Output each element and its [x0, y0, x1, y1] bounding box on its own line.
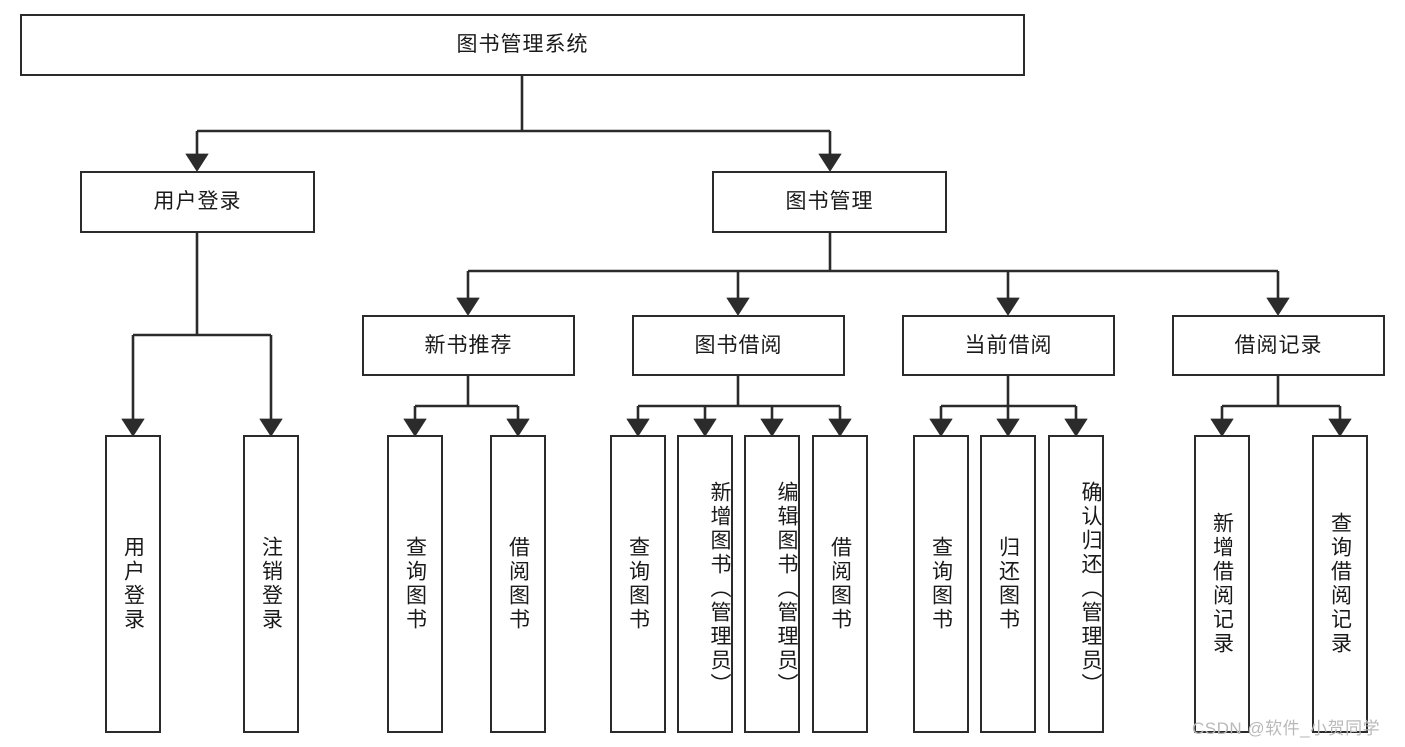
node-label: 查询借阅记录	[1328, 512, 1352, 656]
node-book-management[interactable]: 图书管理	[712, 171, 947, 233]
node-label: 图书管理	[785, 190, 874, 214]
node-label: 新增图书（管理员）	[708, 481, 731, 697]
leaf-borrow-borrow-book[interactable]: 借阅图书	[812, 435, 868, 733]
node-label: 新书推荐	[424, 333, 513, 357]
node-label: 借阅记录	[1234, 333, 1323, 357]
node-label: 当前借阅	[964, 333, 1053, 357]
leaf-current-confirm-return-admin[interactable]: 确认归还（管理员）	[1048, 435, 1104, 733]
node-label: 用户登录	[153, 190, 242, 214]
leaf-user-login-signout[interactable]: 注销登录	[243, 435, 299, 733]
node-book-borrow[interactable]: 图书借阅	[632, 315, 845, 376]
node-user-login[interactable]: 用户登录	[80, 171, 315, 233]
leaf-record-add-borrow-record[interactable]: 新增借阅记录	[1194, 435, 1250, 733]
node-label: 图书借阅	[694, 333, 783, 357]
node-label: 用户登录	[121, 536, 145, 632]
node-label: 借阅图书	[506, 536, 530, 632]
leaf-borrow-edit-book-admin[interactable]: 编辑图书（管理员）	[744, 435, 800, 733]
node-label: 查询图书	[626, 536, 650, 632]
leaf-recommend-query-book[interactable]: 查询图书	[387, 435, 443, 733]
leaf-current-query-book[interactable]: 查询图书	[913, 435, 969, 733]
leaf-borrow-query-book[interactable]: 查询图书	[610, 435, 666, 733]
node-label: 归还图书	[996, 536, 1020, 632]
node-label: 新增借阅记录	[1210, 512, 1234, 656]
csdn-watermark: CSDN @软件_小贺同学	[1192, 719, 1381, 738]
leaf-user-login-signin[interactable]: 用户登录	[105, 435, 161, 733]
node-label: 借阅图书	[828, 536, 852, 632]
leaf-recommend-borrow-book[interactable]: 借阅图书	[490, 435, 546, 733]
node-root-book-management-system[interactable]: 图书管理系统	[20, 14, 1025, 76]
node-borrow-record[interactable]: 借阅记录	[1172, 315, 1385, 376]
node-label: 确认归还（管理员）	[1079, 481, 1102, 697]
leaf-current-return-book[interactable]: 归还图书	[980, 435, 1036, 733]
node-label: 编辑图书（管理员）	[775, 481, 798, 697]
leaf-record-query-borrow-record[interactable]: 查询借阅记录	[1312, 435, 1368, 733]
node-label: 注销登录	[259, 536, 283, 632]
node-new-book-recommend[interactable]: 新书推荐	[362, 315, 575, 376]
node-label: 查询图书	[929, 536, 953, 632]
node-label: 图书管理系统	[456, 33, 589, 57]
leaf-borrow-add-book-admin[interactable]: 新增图书（管理员）	[677, 435, 733, 733]
node-label: 查询图书	[403, 536, 427, 632]
node-current-borrow[interactable]: 当前借阅	[902, 315, 1115, 376]
